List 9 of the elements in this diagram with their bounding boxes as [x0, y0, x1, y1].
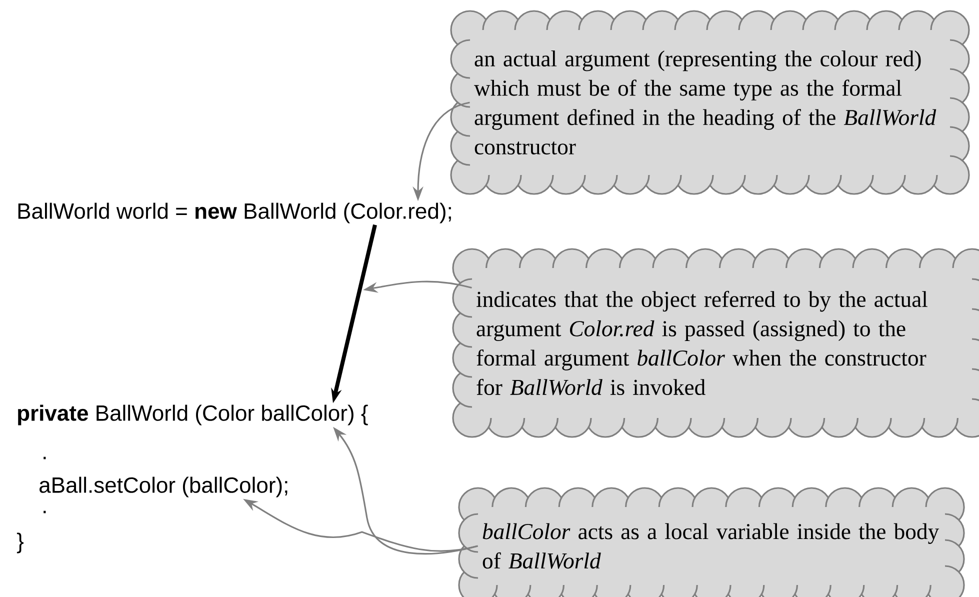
code-line: .: [44, 456, 46, 460]
code-line: }: [16, 532, 24, 554]
cloud-callout: an actual argument (representing the colour red) which must be of the same type as the formal argument defined in the heading of the BallWorld constructor: [450, 10, 970, 195]
code-line: aBall.setColor (ballColor);: [40, 476, 288, 498]
cloud-callout: ballColor acts as a local variable inside the body of BallWorld: [458, 487, 965, 597]
code-line: .: [44, 510, 46, 514]
code-line: private BallWorld (Color ballColor) {: [18, 404, 368, 426]
cloud-callout: indicates that the object referred to by the actual argument Color.red is passed (assigned) to the formal argument ballColor when the constructor for BallWorld is invoked: [452, 248, 979, 438]
code-line: BallWorld world = new BallWorld (Color.red);: [18, 202, 451, 224]
